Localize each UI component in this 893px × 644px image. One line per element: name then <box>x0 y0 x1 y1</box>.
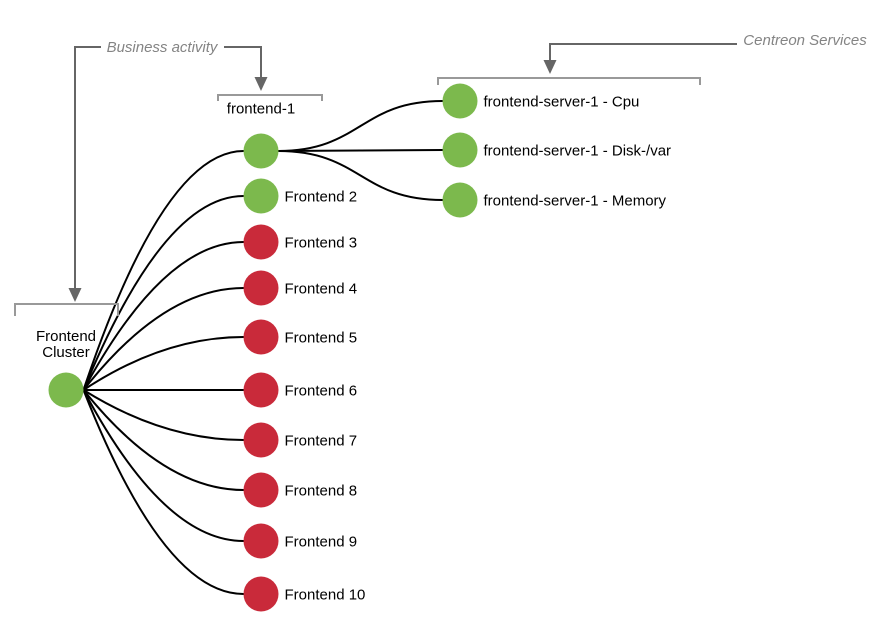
edge-root-to-frontend-3 <box>82 241 245 391</box>
centreon-services-connector-line <box>549 43 737 60</box>
business-activity-connector-line <box>224 46 262 77</box>
node-frontend-8-status-circle <box>243 472 279 508</box>
node-frontend-3-status-circle <box>243 224 279 260</box>
edge-frontend-1-to-service-cpu <box>277 100 444 152</box>
node-frontend-cluster-label-line-0: Frontend <box>36 328 96 345</box>
node-frontend-cluster-status-circle <box>48 372 84 408</box>
node-service-disk-status-circle <box>442 132 478 168</box>
business-activity-arrowhead-icon <box>68 288 82 302</box>
edge-root-to-frontend-9 <box>82 389 245 542</box>
node-frontend-10-status-circle <box>243 576 279 612</box>
edge-frontend-1-to-service-memory <box>277 150 444 201</box>
node-frontend-5-status-circle <box>243 319 279 355</box>
frontend-1-bracket <box>217 94 323 101</box>
node-frontend-cluster-label-line-1: Cluster <box>42 344 90 361</box>
node-frontend-2-status-circle <box>243 178 279 214</box>
business-activity-arrowhead-icon <box>254 77 268 91</box>
node-frontend-6-status-circle <box>243 372 279 408</box>
frontend-cluster-bracket <box>14 303 119 316</box>
node-frontend-5-label: Frontend 5 <box>285 330 358 347</box>
node-service-cpu-label: frontend-server-1 - Cpu <box>484 94 640 111</box>
node-frontend-7-status-circle <box>243 422 279 458</box>
node-frontend-10-label: Frontend 10 <box>285 587 366 604</box>
business-activity-label: Business activity <box>107 39 219 56</box>
edge-root-to-frontend-8 <box>82 389 245 491</box>
node-service-memory-status-circle <box>442 182 478 218</box>
node-frontend-9-status-circle <box>243 523 279 559</box>
node-frontend-1-status-circle <box>243 133 279 169</box>
centreon-services-arrowhead-icon <box>543 60 557 74</box>
node-frontend-2-label: Frontend 2 <box>285 189 358 206</box>
node-frontend-4-label: Frontend 4 <box>285 281 358 298</box>
centreon-services-label: Centreon Services <box>743 32 867 49</box>
edge-root-to-frontend-10 <box>82 389 245 595</box>
node-frontend-7-label: Frontend 7 <box>285 433 358 450</box>
edge-root-to-frontend-4 <box>82 287 245 391</box>
edge-root-to-frontend-5 <box>82 336 245 391</box>
node-frontend-9-label: Frontend 9 <box>285 534 358 551</box>
node-service-disk-label: frontend-server-1 - Disk-/var <box>484 143 672 160</box>
business-activity-connector-line <box>74 46 101 288</box>
node-service-memory-label: frontend-server-1 - Memory <box>484 193 667 210</box>
edge-root-to-frontend-2 <box>82 195 245 391</box>
edge-root-to-frontend-1 <box>82 150 245 391</box>
node-frontend-6-label: Frontend 6 <box>285 383 358 400</box>
edge-frontend-1-to-service-disk <box>277 149 444 152</box>
node-frontend-4-status-circle <box>243 270 279 306</box>
node-frontend-3-label: Frontend 3 <box>285 235 358 252</box>
edge-root-to-frontend-7 <box>82 389 245 441</box>
node-frontend-8-label: Frontend 8 <box>285 483 358 500</box>
node-service-cpu-status-circle <box>442 83 478 119</box>
node-frontend-1-label: frontend-1 <box>227 101 295 118</box>
centreon-services-bracket <box>437 77 701 85</box>
